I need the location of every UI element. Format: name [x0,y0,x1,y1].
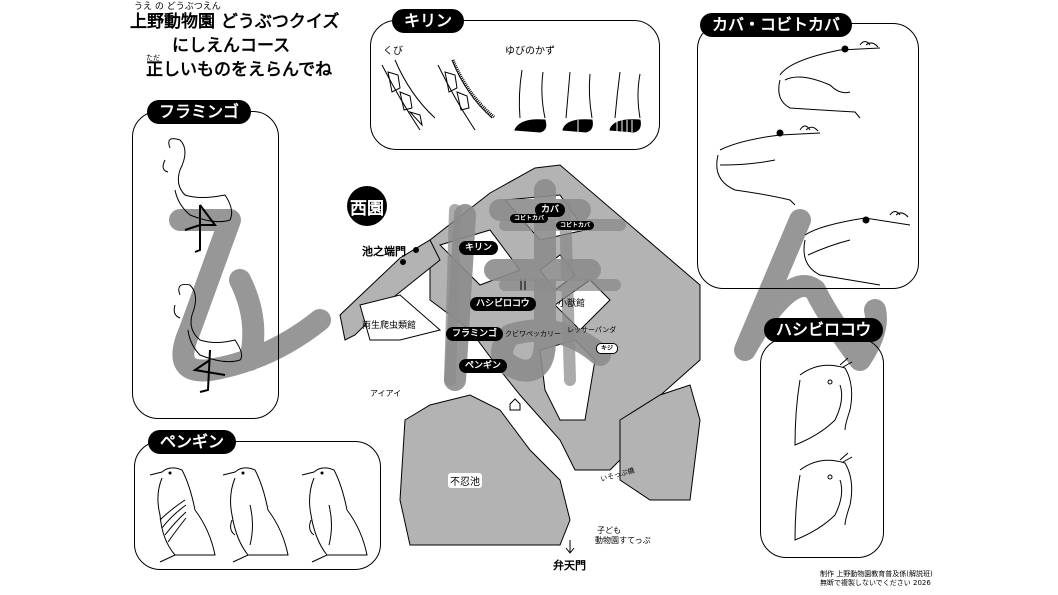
benten-gate-label: 弁天門 [553,559,586,572]
map-label-penguin[interactable]: ペンギン [459,359,508,373]
map-path-east [559,199,576,386]
vivarium-label: 両生爬虫類館 [362,321,417,331]
penguin-panel-title: ペンギン [148,430,237,454]
title-ruby: うえ の どうぶつえん [134,2,221,12]
flamingo-panel-title: フラミンゴ [147,100,252,124]
giraffe-panel-title: キリン [392,9,465,33]
down-arrow-icon [565,540,575,554]
shoebill-option-1[interactable] [794,357,853,446]
copyright-line: 無断で複製しないでください 2026 [820,579,931,587]
gate-marker-2 [413,247,419,253]
giraffe-toes-label: ゆびのかず [505,46,555,57]
penguin-option-1[interactable] [149,467,216,563]
red-panda-label: レッサーパンダ [567,326,617,334]
map-icons [400,247,575,554]
course-title: にしえんコース [172,36,291,56]
childrens-zoo-label-1: 子ども [597,526,621,535]
small-mammal-house-label: 小獣館 [558,299,586,309]
map-label-hashibirokou[interactable]: ハシビロコウ [470,297,536,311]
hippo-head-option-2[interactable] [716,125,821,206]
ayeaye-label: アイアイ [370,389,402,398]
credit-line: 制作 上野動物園教育普及係(解説班) [820,570,933,578]
flamingo-option-2[interactable] [173,284,243,393]
map-label-kobitokaba-1[interactable]: コビトカバ [510,214,549,223]
penguin-option-3[interactable] [301,467,368,563]
map-pond [399,394,571,546]
map-building-white-3 [359,294,442,341]
west-garden-badge: 西園 [347,186,387,226]
ikenohata-gate-label: 池之端門 [362,245,406,258]
giraffe-hoof-option-2[interactable] [562,71,593,133]
childrens-zoo-label-2: 動物園すてっぷ [595,536,651,545]
penguin-panel [134,441,381,570]
penguin-option-2[interactable] [222,467,289,563]
hippo-head-option-3[interactable] [803,211,911,286]
map-label-flamingo[interactable]: フラミンゴ [446,327,504,341]
instruction-text: 正しいものをえらんでね [146,60,333,80]
bakery-label: クビワペッカリー [505,330,561,338]
pond-label: 不忍池 [448,473,482,488]
giraffe-panel [370,20,660,150]
giraffe-hoof-option-3[interactable] [609,71,641,133]
flamingo-option-1[interactable] [162,138,233,253]
instruction-ruby: ただ [146,54,160,62]
shoebill-panel-title: ハシビロコウ [764,318,884,342]
shoebill-option-2[interactable] [794,452,853,541]
hippo-head-option-1[interactable] [778,41,881,119]
hippo-panel-title: カバ・コビトカバ [700,13,853,37]
page-title: 上野動物園 どうぶつクイズ [130,12,340,32]
map-label-kaba[interactable]: カバ [535,203,566,217]
watermark-char-mi [169,209,331,382]
map-label-kirin[interactable]: キリン [459,241,499,255]
map-label-kiji[interactable]: キジ [596,343,619,354]
house-icon [509,398,521,411]
map-zone-east [619,384,701,501]
giraffe-neck-option-2[interactable] [437,59,495,131]
gate-marker-1 [400,259,406,265]
map-label-kobitokaba-2[interactable]: コビトカバ [556,221,595,230]
giraffe-neck-option-1[interactable] [381,59,436,131]
giraffe-hoof-option-1[interactable] [514,69,547,133]
giraffe-neck-label: くび [383,46,403,57]
